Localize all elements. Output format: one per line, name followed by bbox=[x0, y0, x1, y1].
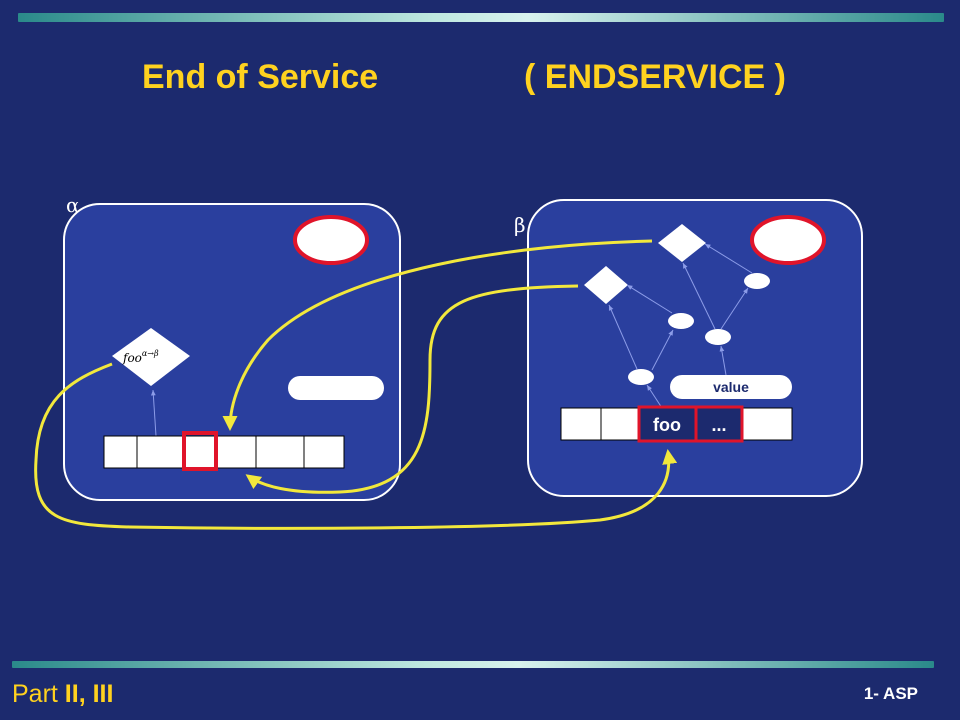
result-return-arrow bbox=[222, 239, 653, 431]
footer-section: 1- ASP bbox=[863, 684, 918, 703]
beta-queue-request-label: foo bbox=[653, 415, 681, 435]
beta-node-4 bbox=[628, 369, 654, 385]
activity-alpha-request-queue bbox=[103, 435, 345, 469]
future-reference-arrow bbox=[150, 389, 157, 437]
slide-title-code: ( ENDSERVICE ) bbox=[524, 58, 786, 96]
beta-node-1 bbox=[744, 273, 770, 289]
activity-alpha-label: α bbox=[66, 193, 80, 217]
footer-part-numbers: II, III bbox=[64, 680, 114, 708]
footer-part-prefix: Part bbox=[12, 680, 65, 708]
future-label-superscript: α→β bbox=[142, 349, 159, 358]
future-label-base: foo bbox=[122, 351, 142, 365]
activity-beta-label: β bbox=[514, 213, 526, 237]
beta-queue-next-slot bbox=[694, 405, 744, 443]
communication-arrows bbox=[34, 239, 678, 530]
request-send-arrow bbox=[34, 362, 678, 530]
beta-node-3 bbox=[705, 329, 731, 345]
beta-reference-arrows bbox=[608, 243, 753, 409]
beta-node-2 bbox=[668, 313, 694, 329]
top-gradient-bar bbox=[18, 13, 944, 22]
future-diamond bbox=[112, 328, 190, 386]
activity-alpha-active-object bbox=[293, 215, 369, 265]
alpha-queue-highlighted-slot bbox=[182, 431, 218, 471]
future-label: fooα→β bbox=[122, 349, 159, 365]
beta-value-pill bbox=[670, 375, 792, 399]
bottom-gradient-bar bbox=[12, 661, 934, 668]
activity-alpha-value-pill bbox=[288, 376, 384, 400]
footer-part: Part II, III bbox=[12, 680, 113, 709]
beta-queue-next-label: ... bbox=[711, 415, 726, 435]
future-update-arrow bbox=[245, 284, 579, 494]
beta-value-label: value bbox=[713, 379, 749, 395]
slide-title: End of Service bbox=[142, 58, 379, 96]
activity-beta-active-object bbox=[750, 215, 826, 265]
activity-alpha-box bbox=[63, 203, 401, 501]
beta-diamond-left bbox=[584, 266, 628, 304]
beta-diamond-top bbox=[658, 224, 706, 262]
